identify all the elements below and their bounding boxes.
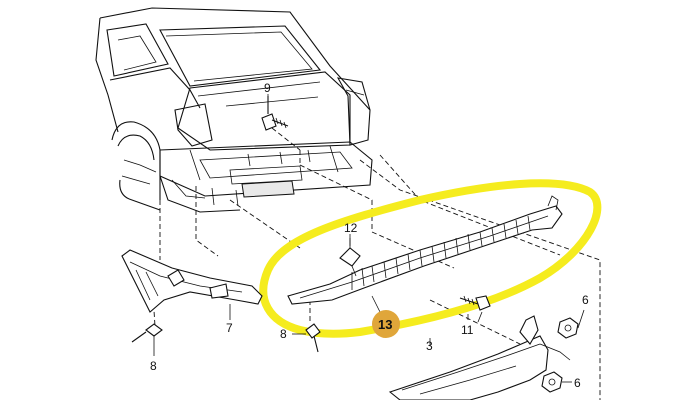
label-part-7: 7 xyxy=(226,321,233,335)
label-part-6-bottom: 6 xyxy=(574,376,581,390)
label-part-12: 12 xyxy=(344,221,358,235)
part-3-bumper-beam xyxy=(388,315,571,400)
label-part-3: 3 xyxy=(426,339,433,353)
part-6-nut-bottom xyxy=(541,371,563,393)
label-part-13: 13 xyxy=(378,317,392,332)
part-6-nut-top xyxy=(557,317,579,339)
part-8-rivet-left xyxy=(305,323,321,353)
label-part-6-top: 6 xyxy=(582,293,589,307)
part-7-bracket xyxy=(121,249,263,313)
label-part-11: 11 xyxy=(461,323,474,337)
part-8-rivet-bottom xyxy=(131,323,163,344)
part-9-bolt xyxy=(261,96,289,131)
part-13-guide-strip xyxy=(287,195,563,305)
label-part-9: 9 xyxy=(264,81,271,95)
label-part-8-left: 8 xyxy=(280,327,287,341)
label-part-8-bottom: 8 xyxy=(150,359,157,373)
badge-part-13 xyxy=(372,310,400,338)
leader-lines xyxy=(153,94,585,383)
car-body-rear xyxy=(95,7,373,213)
part-11-screw xyxy=(459,295,491,323)
